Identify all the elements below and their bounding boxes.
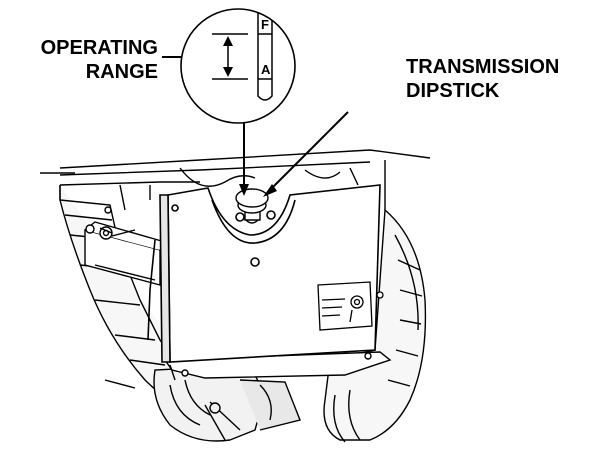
operating-range-label: OPERATING RANGE [10, 36, 158, 84]
full-mark-letter: F [261, 17, 269, 32]
transmission-dipstick-line1: TRANSMISSION [406, 56, 560, 78]
operating-range-line1: OPERATING [40, 37, 158, 59]
transmission-dipstick-line2: DIPSTICK [406, 80, 500, 102]
leader-arrowheads [239, 184, 277, 197]
range-arrow-bottom [223, 67, 233, 77]
transmission-dipstick-label: TRANSMISSION DIPSTICK [406, 55, 559, 103]
transmission-housing [153, 364, 301, 442]
cab-underside [40, 149, 431, 214]
transmission-shield [147, 184, 381, 363]
range-arrow-top [223, 36, 233, 46]
dipstick-blade [257, 9, 273, 101]
add-mark-letter: A [261, 62, 271, 77]
magnifier-circle: F A [180, 8, 296, 124]
access-panel [317, 281, 384, 331]
operating-range-line2: RANGE [85, 61, 158, 83]
right-tire [323, 208, 427, 443]
